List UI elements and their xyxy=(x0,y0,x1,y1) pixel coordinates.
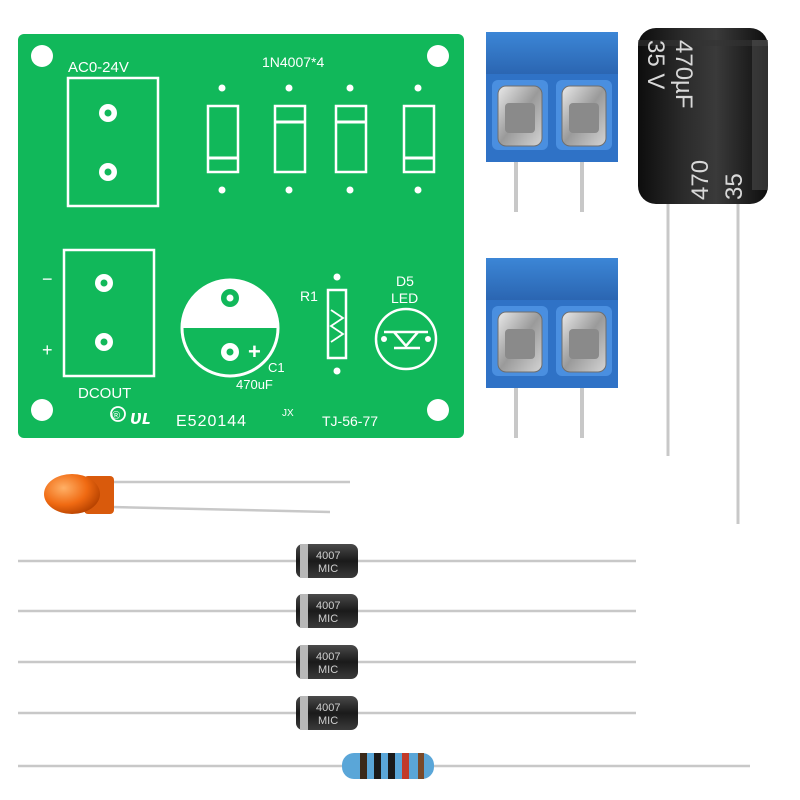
diode-footprint xyxy=(206,84,240,194)
rectifier-diode: 4007 MIC xyxy=(18,594,636,628)
dc-plus-label: + xyxy=(42,340,53,360)
rectifier-diode: 4007 MIC xyxy=(18,696,636,730)
ac-input-footprint xyxy=(66,76,160,208)
ac-input-label: AC0-24V xyxy=(68,59,129,76)
capacitor-value-label: 470uF xyxy=(236,377,273,392)
capacitor-footprint: + xyxy=(180,278,280,378)
electrolytic-capacitor: 470µF 35 V 470 35 xyxy=(638,28,768,524)
diode-footprint xyxy=(402,84,436,194)
diode-marking-top: 4007 xyxy=(316,600,340,612)
dc-minus-label: − xyxy=(42,269,53,289)
screw-terminal xyxy=(486,32,618,212)
diode-marking-top: 4007 xyxy=(316,651,340,663)
capacitor-capacitance: 470µF xyxy=(670,40,697,109)
screw-terminal xyxy=(486,258,618,438)
capacitor-voltage: 35 V xyxy=(642,40,669,89)
svg-text:+: + xyxy=(248,339,261,364)
diode-marking-top: 4007 xyxy=(316,550,340,562)
rectifier-diode: 4007 MIC xyxy=(18,645,636,679)
diode-ref-label: 1N4007*4 xyxy=(262,54,324,70)
diode-footprints xyxy=(206,84,436,194)
mounting-hole xyxy=(31,45,53,67)
capacitor-ref-label: C1 xyxy=(268,360,285,375)
rectifier-diode: 4007 MIC xyxy=(18,544,636,578)
resistor-ref-label: R1 xyxy=(300,288,318,304)
resistor-footprint xyxy=(326,273,348,375)
dc-output-label: DCOUT xyxy=(78,385,131,402)
ul-mark: ᴜʟ xyxy=(130,407,151,429)
diode-footprint xyxy=(273,84,307,194)
led-label: LED xyxy=(391,290,418,306)
capacitor-side-capacitance: 470 xyxy=(687,160,714,200)
dc-output-footprint xyxy=(62,248,156,378)
cert-number: E520144 xyxy=(176,413,247,430)
cert-suffix: JX xyxy=(282,408,294,419)
led-footprint xyxy=(374,307,438,371)
diode-marking-bottom: MIC xyxy=(318,715,338,727)
mounting-hole xyxy=(427,45,449,67)
diode-marking-bottom: MIC xyxy=(318,563,338,575)
mounting-hole xyxy=(31,399,53,421)
resistor xyxy=(18,753,750,779)
pcb-board: AC0-24V 1N4007*4 xyxy=(18,34,464,438)
registered-mark: ® xyxy=(112,410,120,422)
capacitor-side-voltage: 35 xyxy=(721,173,748,200)
led-ref-label: D5 xyxy=(396,273,414,289)
diode-marking-bottom: MIC xyxy=(318,613,338,625)
board-code: TJ-56-77 xyxy=(322,413,378,429)
mounting-hole xyxy=(427,399,449,421)
diode-marking-bottom: MIC xyxy=(318,664,338,676)
diode-footprint xyxy=(334,84,368,194)
diode-marking-top: 4007 xyxy=(316,702,340,714)
led xyxy=(44,474,350,514)
